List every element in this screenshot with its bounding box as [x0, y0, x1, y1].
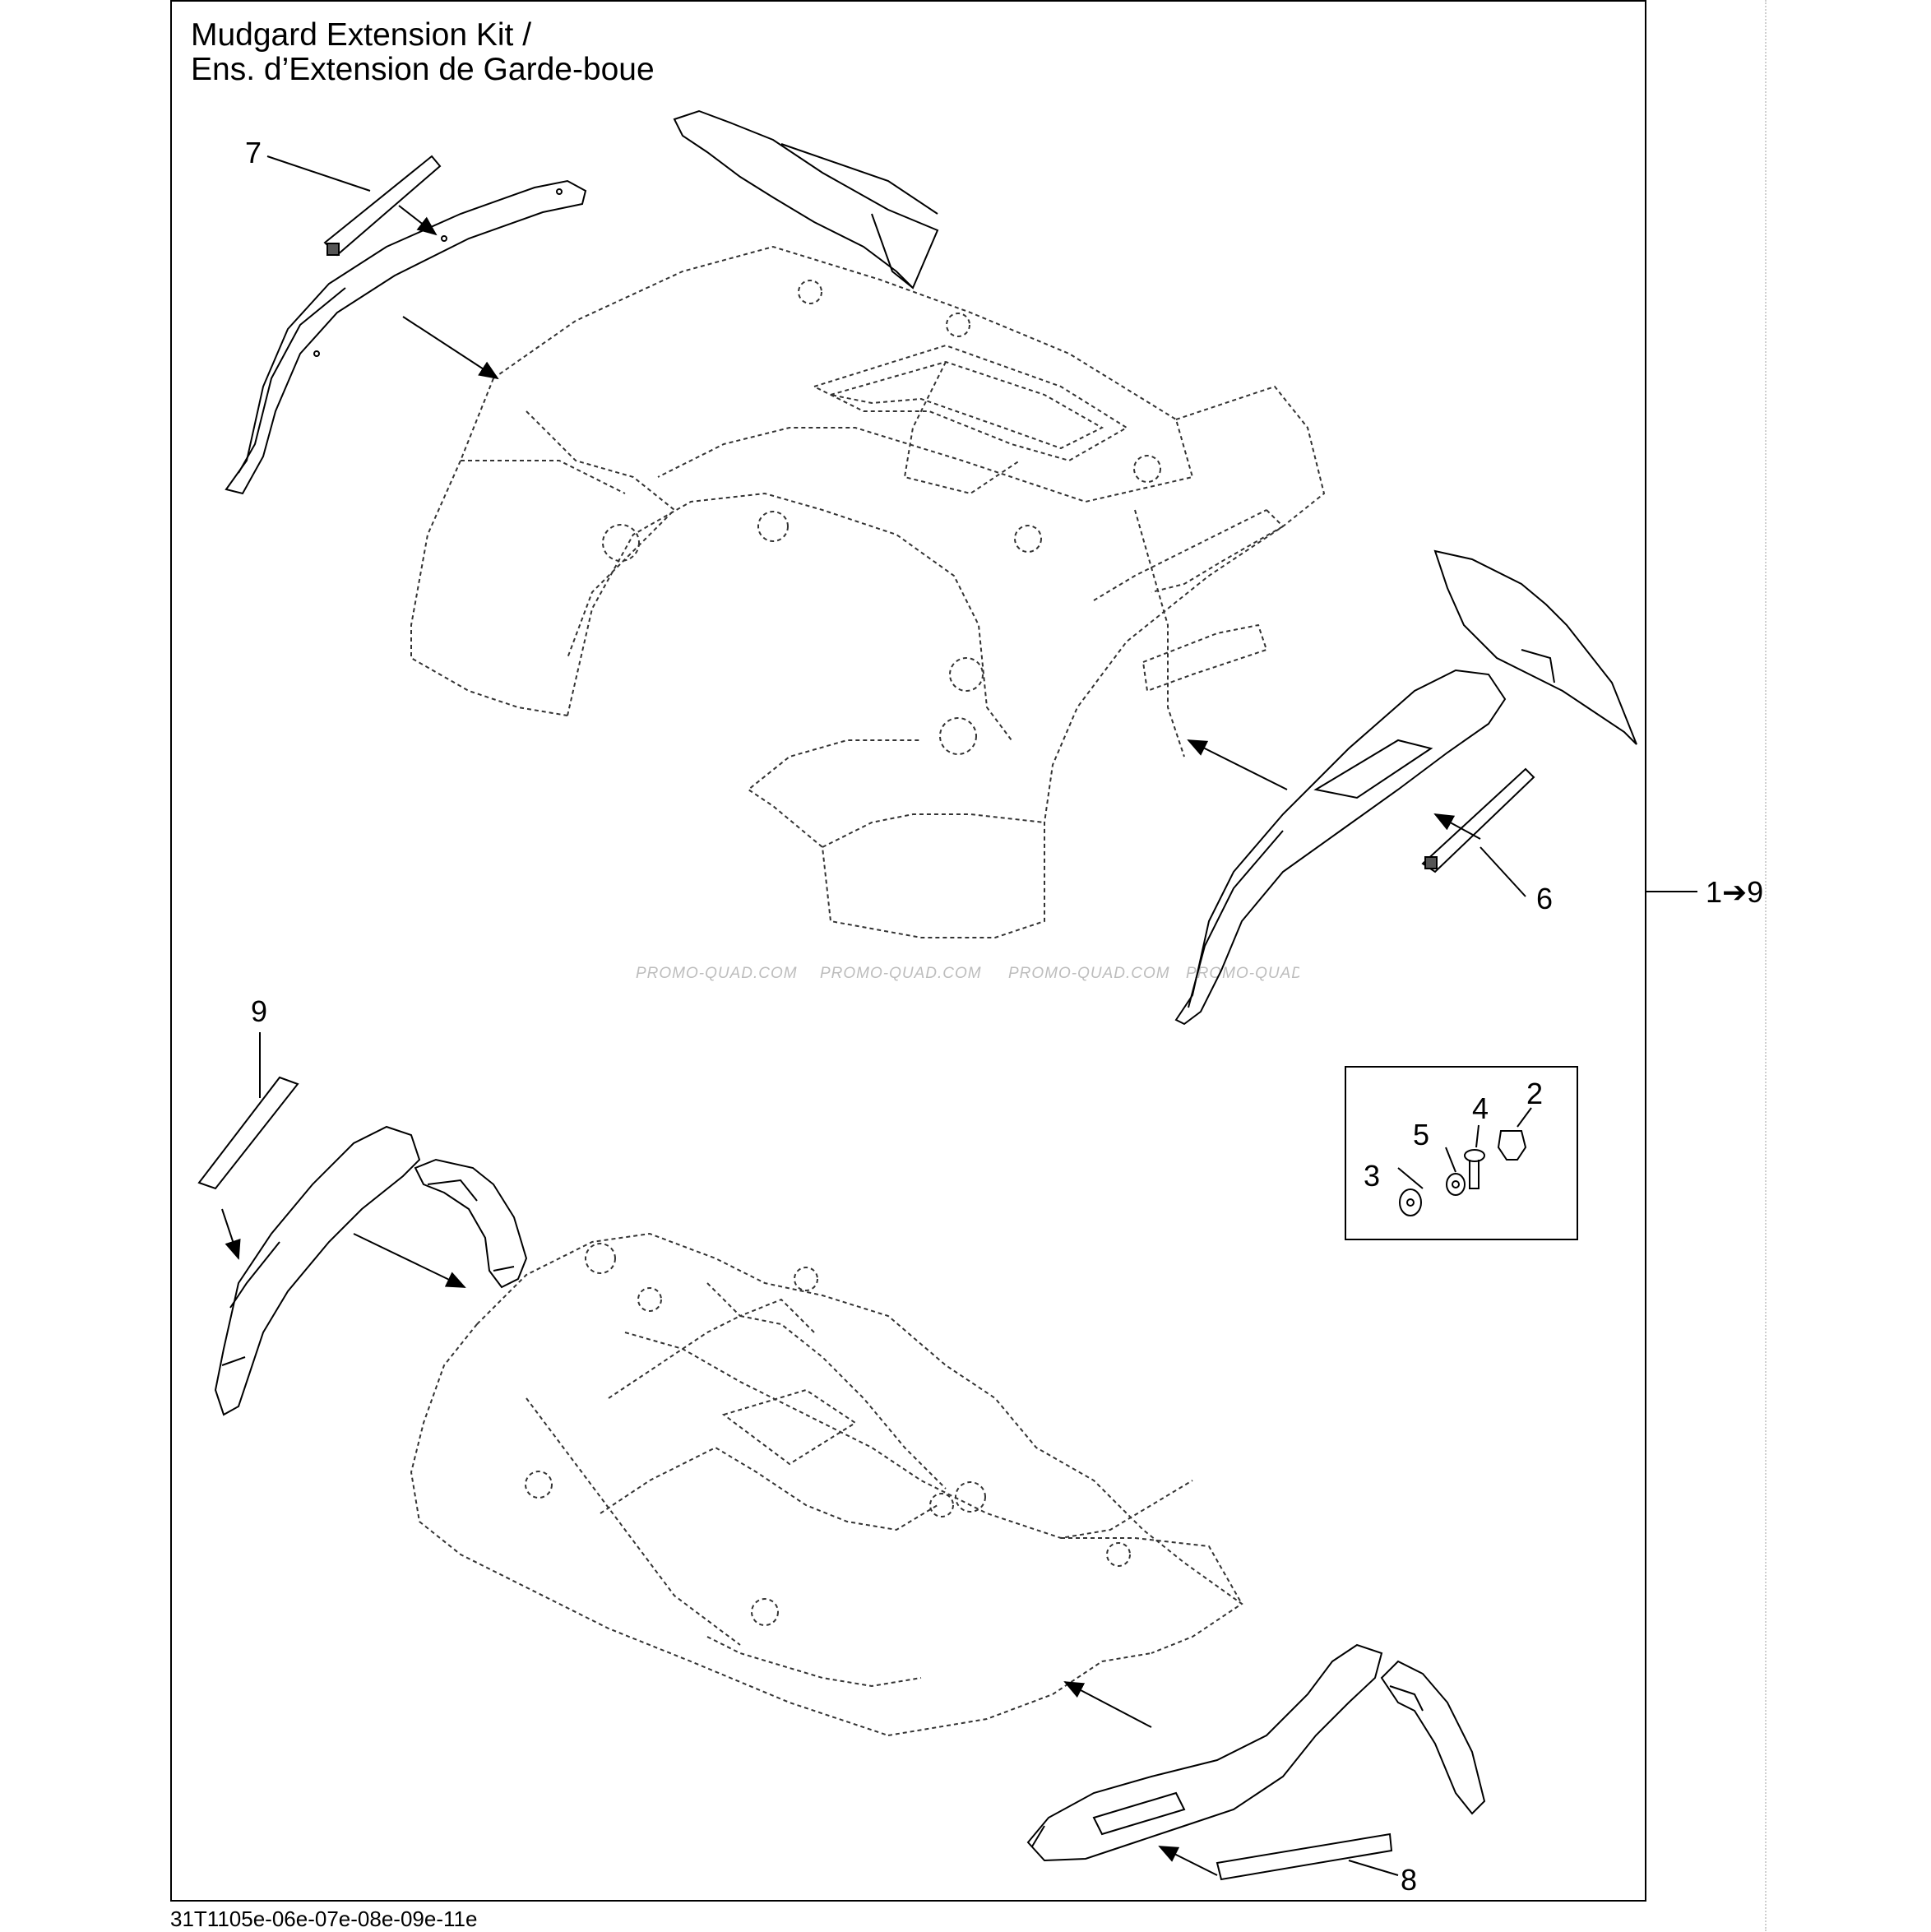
callout-8: 8	[1401, 1863, 1418, 1897]
callout-4: 4	[1472, 1091, 1489, 1125]
rear-left-mudguard-extension	[225, 179, 587, 495]
front-right-mudflap	[1380, 1660, 1486, 1815]
rear-top-mudflap	[673, 109, 939, 290]
rear-fender-body	[410, 245, 1326, 938]
diagram-title-en: Mudgard Extension Kit /	[191, 17, 532, 53]
diagram-frame	[170, 0, 1646, 1902]
front-left-mudguard-extension	[214, 1125, 421, 1416]
watermark: PROMO-QUAD.COM	[636, 965, 798, 982]
front-fender-body	[410, 1232, 1243, 1736]
callout-range: 1➔9	[1706, 875, 1764, 909]
front-right-strip	[1216, 1832, 1393, 1881]
front-right-mudguard-extension	[1026, 1643, 1383, 1862]
callout-5: 5	[1413, 1118, 1430, 1151]
drawing-code: 31T1105e-06e-07e-08e-09e-11e	[170, 1907, 478, 1931]
watermark: PROMO-QUAD.COM	[1008, 965, 1170, 982]
watermark: PROMO-QUAD.COM	[1186, 965, 1299, 982]
callout-2: 2	[1526, 1077, 1544, 1110]
callout-9: 9	[251, 994, 268, 1028]
rear-right-strip	[1421, 767, 1535, 873]
callout-3: 3	[1364, 1159, 1381, 1193]
rear-right-mudflap	[1433, 549, 1637, 745]
front-left-strip	[197, 1076, 299, 1190]
assembly-arrows-bottom	[221, 1208, 1399, 1876]
page-edge-dotted-line	[1765, 0, 1767, 1931]
rear-left-strip	[323, 155, 442, 257]
assembly-arrows-top	[266, 155, 1526, 897]
callout-7: 7	[245, 136, 262, 169]
watermark: PROMO-QUAD.COM	[820, 965, 982, 982]
diagram-title-fr: Ens. d’Extension de Garde-boue	[191, 52, 655, 87]
hardware-parts	[1397, 1107, 1532, 1216]
rear-right-mudguard-extension	[1174, 669, 1507, 1026]
callout-6: 6	[1536, 882, 1554, 915]
hardware-box	[1345, 1066, 1578, 1240]
front-left-mudflap	[414, 1158, 528, 1289]
